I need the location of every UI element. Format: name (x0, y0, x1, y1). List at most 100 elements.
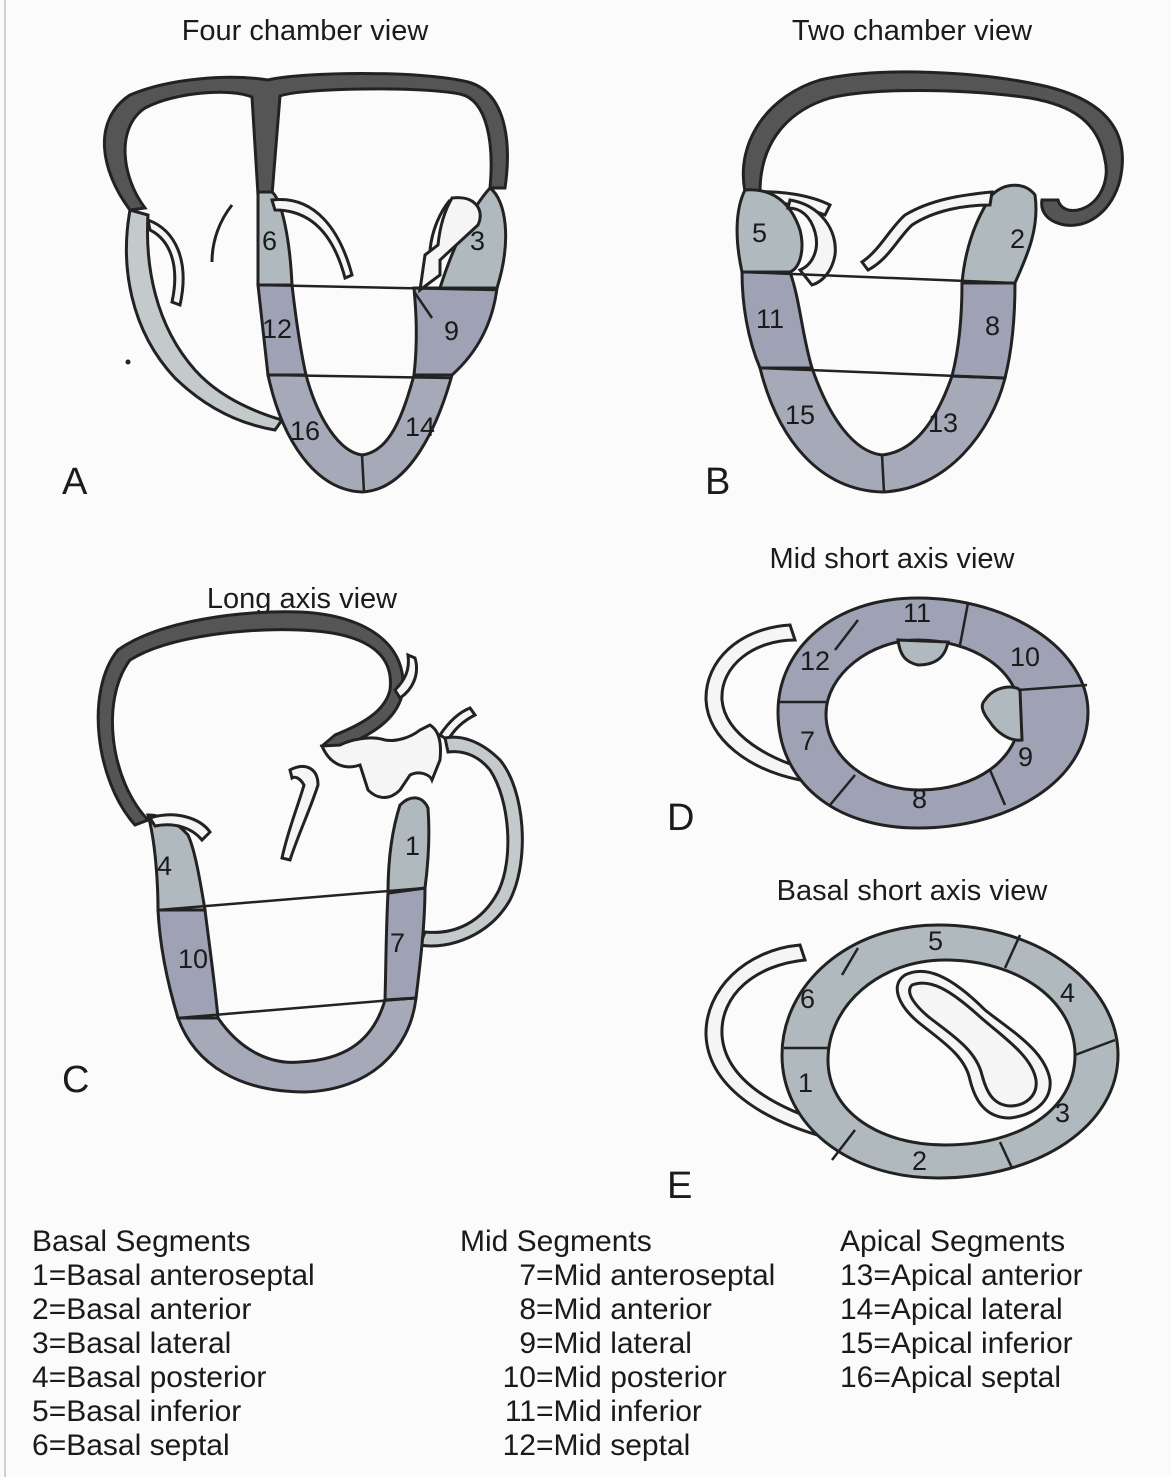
aorta-outlet-2 (440, 708, 475, 740)
legend-item-text: Basal posterior (66, 1361, 266, 1394)
legend-basal-segments: Basal Segments 1=Basal anteroseptal2=Bas… (32, 1225, 315, 1463)
segment-label: 15 (785, 400, 815, 430)
segment-label: 1 (405, 831, 420, 861)
panel-label-b: B (705, 461, 730, 503)
legend-item-separator: = (536, 1361, 554, 1394)
legend-item-separator: = (536, 1293, 554, 1326)
legend-item: 8=Mid anterior (460, 1293, 775, 1327)
segment-label: 11 (756, 304, 784, 334)
panel-mid-short-axis: Mid short axis view 11 10 12 7 9 8 D (667, 543, 1088, 839)
segment-label: 12 (262, 314, 292, 344)
panel-four-chamber: Four chamber view 6 3 12 9 16 14 A (62, 15, 507, 503)
segment-label: 3 (1055, 1098, 1070, 1128)
legend-item-separator: = (536, 1327, 554, 1360)
legend-item-number: 11 (460, 1395, 536, 1429)
legend-item-separator: = (49, 1429, 67, 1462)
legend-item-number: 3 (32, 1327, 49, 1361)
segment-label: 2 (912, 1146, 927, 1176)
legend-heading: Mid Segments (460, 1225, 775, 1259)
segment-label: 16 (290, 416, 320, 446)
legend-item-number: 4 (32, 1361, 49, 1395)
legend-item-text: Mid anteroseptal (554, 1259, 776, 1292)
segment-label: 13 (928, 408, 958, 438)
panel-label-e: E (667, 1165, 692, 1207)
legend-item-separator: = (536, 1429, 554, 1462)
panel-long-axis: Long axis view 4 1 10 7 C (62, 583, 522, 1101)
legend-item: 10=Mid posterior (460, 1361, 775, 1395)
aortic-root-wall (98, 612, 403, 825)
lv-anterior-mid (952, 283, 1015, 378)
legend-item-text: Mid anterior (554, 1293, 712, 1326)
legend-item-text: Basal anteroseptal (66, 1259, 315, 1292)
legend-item-separator: = (49, 1361, 67, 1394)
legend-item-text: Mid inferior (554, 1395, 702, 1428)
legend-item-separator: = (873, 1327, 891, 1360)
legend-item-text: Basal inferior (66, 1395, 241, 1428)
legend-item-separator: = (873, 1259, 891, 1292)
legend-item-text: Mid posterior (554, 1361, 727, 1394)
legend-heading: Basal Segments (32, 1225, 315, 1259)
papillary-anterolateral (982, 687, 1022, 740)
legend-item: 7=Mid anteroseptal (460, 1259, 775, 1293)
papillary-left (212, 205, 232, 262)
panel-label-a: A (62, 461, 88, 503)
legend-heading: Apical Segments (840, 1225, 1083, 1259)
papillary-posteromedial (898, 640, 948, 665)
legend-item: 12=Mid septal (460, 1429, 775, 1463)
segment-label: 4 (1060, 978, 1075, 1008)
legend-item-number: 12 (460, 1429, 536, 1463)
legend-item: 13=Apical anterior (840, 1259, 1083, 1293)
speck-mark (126, 360, 131, 365)
legend-item-separator: = (49, 1395, 67, 1428)
segment-label: 9 (1018, 742, 1033, 772)
legend-item-separator: = (49, 1259, 67, 1292)
legend-item-text: Apical anterior (891, 1259, 1083, 1292)
legend-item-number: 14 (840, 1293, 873, 1327)
segment-label: 11 (903, 598, 931, 628)
legend-item: 16=Apical septal (840, 1361, 1083, 1395)
legend-item-text: Basal lateral (66, 1327, 231, 1360)
legend-item-text: Mid septal (554, 1429, 691, 1462)
legend-item-number: 2 (32, 1293, 49, 1327)
legend-item: 14=Apical lateral (840, 1293, 1083, 1327)
segment-label: 9 (444, 316, 459, 346)
segment-label: 8 (912, 784, 927, 814)
segment-label: 4 (157, 851, 172, 881)
segment-label: 6 (800, 984, 815, 1014)
legend-item: 11=Mid inferior (460, 1395, 775, 1429)
view-title-two-chamber: Two chamber view (792, 15, 1033, 47)
panel-basal-short-axis: Basal short axis view 5 4 6 1 3 2 E (667, 875, 1118, 1207)
legend-item-number: 9 (460, 1327, 536, 1361)
heart-segment-diagram: Four chamber view 6 3 12 9 16 14 A Two c… (0, 0, 1171, 1215)
legend-item-number: 10 (460, 1361, 536, 1395)
legend-item: 9=Mid lateral (460, 1327, 775, 1361)
legend-item-number: 6 (32, 1429, 49, 1463)
legend-item-number: 1 (32, 1259, 49, 1293)
legend-item-number: 15 (840, 1327, 873, 1361)
legend-item-separator: = (49, 1327, 67, 1360)
atria-roof (104, 74, 507, 211)
mid-ring (778, 598, 1088, 828)
view-title-long-axis: Long axis view (207, 583, 398, 615)
segment-label: 5 (752, 218, 767, 248)
segment-label: 5 (928, 926, 943, 956)
legend-list: 13=Apical anterior14=Apical lateral15=Ap… (840, 1259, 1083, 1395)
legend-item-number: 16 (840, 1361, 873, 1395)
legend-item-text: Basal anterior (66, 1293, 251, 1326)
legend-item-separator: = (873, 1293, 891, 1326)
legend-item-separator: = (49, 1293, 67, 1326)
legend-item-separator: = (536, 1259, 554, 1292)
legend-item: 3=Basal lateral (32, 1327, 315, 1361)
legend-item: 6=Basal septal (32, 1429, 315, 1463)
legend-item: 4=Basal posterior (32, 1361, 315, 1395)
legend-item: 2=Basal anterior (32, 1293, 315, 1327)
panel-label-d: D (667, 797, 694, 839)
segment-label: 12 (800, 646, 830, 676)
segment-label: 7 (800, 726, 815, 756)
legend-item: 15=Apical inferior (840, 1327, 1083, 1361)
panel-label-c: C (62, 1059, 89, 1101)
view-title-basal-short-axis: Basal short axis view (777, 875, 1049, 907)
